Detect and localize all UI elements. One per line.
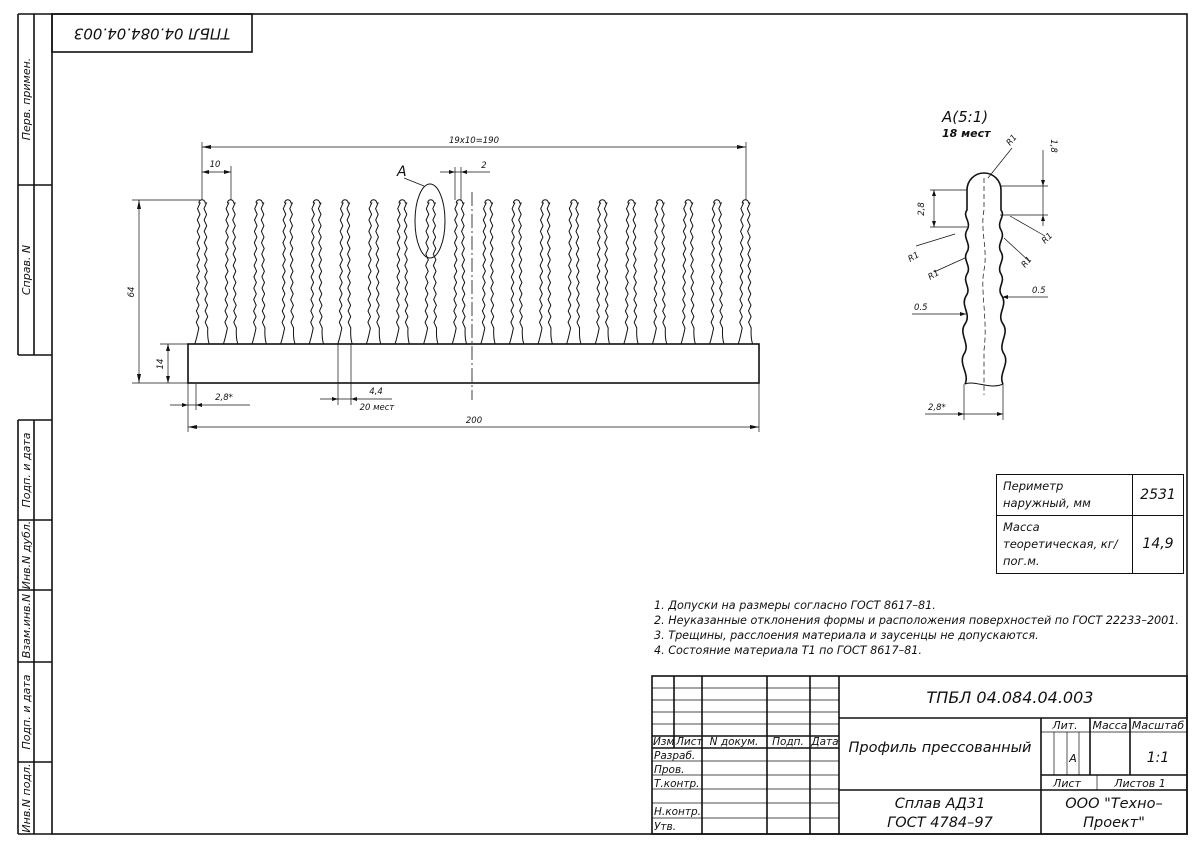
tb-col-izm: Изм xyxy=(653,736,674,748)
side-label-podp1: Подп. и дата xyxy=(20,432,33,507)
left-strip xyxy=(17,13,52,835)
detail-label-r1-top: R1 xyxy=(1005,133,1020,148)
profile-fin xyxy=(394,199,410,345)
note-line: 4. Состояние материала Т1 по ГОСТ 8617–8… xyxy=(654,644,922,657)
profile-fin xyxy=(737,199,754,345)
detail-a-marker: A xyxy=(396,164,407,180)
side-label-vzam: Взам.инв.N xyxy=(20,594,33,658)
title-block xyxy=(651,675,1188,835)
technical-notes: 1. Допуски на размеры согласно ГОСТ 8617… xyxy=(654,598,1179,658)
detail-dim-top: 1,8 xyxy=(1048,139,1058,153)
property-label: Масса теоретическая, кг/пог.м. xyxy=(996,515,1133,574)
detail-label-r1-left2: R1 xyxy=(927,268,942,282)
detail-dim-left: 0.5 xyxy=(914,303,928,313)
properties-table: Периметр наружный, мм 2531 Масса теорети… xyxy=(996,474,1184,574)
note-line: 3. Трещины, расслоения материала и заусе… xyxy=(654,629,1039,642)
top-code-text: ТПБЛ 04.084.04.003 xyxy=(74,25,231,43)
tb-role-razrab: Разраб. xyxy=(654,750,695,762)
detail-subtitle: 18 мест xyxy=(942,127,991,140)
detail-fin-outline xyxy=(961,172,1007,385)
note-line: 2. Неуказанные отклонения формы и распол… xyxy=(654,614,1179,627)
detail-dim-wave: 2,8 xyxy=(917,202,927,216)
tb-lit-value: A xyxy=(1068,752,1077,765)
detail-a-leader xyxy=(403,177,425,187)
tb-doc-code: ТПБЛ 04.084.04.003 xyxy=(927,688,1094,707)
table-row: Периметр наружный, мм 2531 xyxy=(996,474,1184,516)
profile-fin xyxy=(480,199,496,345)
detail-label-r1-right1: R1 xyxy=(1040,231,1055,246)
detail-a-ellipse xyxy=(414,183,446,259)
profile-fin xyxy=(566,199,582,345)
profile-fin xyxy=(423,199,439,345)
dim-pitch: 10 xyxy=(210,160,221,170)
dim-root-count: 20 мест xyxy=(360,403,396,413)
profile-fin xyxy=(280,199,296,345)
detail-break-line xyxy=(964,382,1004,387)
property-value: 2531 xyxy=(1132,474,1184,516)
tb-material-2: ГОСТ 4784–97 xyxy=(887,815,993,831)
note-line: 1. Допуски на размеры согласно ГОСТ 8617… xyxy=(654,599,936,612)
profile-fin xyxy=(623,199,639,345)
profile-fin xyxy=(451,199,468,345)
profile-fin xyxy=(222,199,239,345)
profile-fins xyxy=(194,199,754,345)
profile-fin xyxy=(680,199,696,345)
profile-fin xyxy=(308,199,325,345)
tb-role-prov: Пров. xyxy=(654,764,685,776)
dim-height: 64 xyxy=(127,287,137,298)
profile-fin xyxy=(194,199,210,345)
property-label: Периметр наружный, мм xyxy=(996,474,1133,516)
tb-company-1: ООО "Техно– xyxy=(1065,796,1162,812)
detail-inner-wave xyxy=(982,178,986,395)
dim-root: 4,4 xyxy=(369,387,383,397)
top-code-box xyxy=(51,13,253,53)
profile-fin xyxy=(251,199,267,345)
side-label-perv: Перв. примен. xyxy=(20,58,33,141)
dim-gap: 2 xyxy=(481,161,486,171)
detail-dim-bottom: 2,8* xyxy=(928,403,946,413)
tb-col-podp: Подп. xyxy=(772,736,804,748)
profile-fin xyxy=(365,199,382,345)
dim-width: 200 xyxy=(466,416,482,426)
tb-role-utv: Утв. xyxy=(654,821,676,833)
tb-col-data: Дата xyxy=(810,736,838,748)
profile-main-view: A 19x10=190 10 2 64 14 2,8* xyxy=(127,136,760,432)
profile-fin xyxy=(709,199,725,345)
dim-fin-span: 19x10=190 xyxy=(449,136,499,146)
profile-fin xyxy=(537,199,553,345)
detail-label-r1-right2: R1 xyxy=(1020,255,1035,270)
detail-dim-right: 0.5 xyxy=(1032,286,1046,296)
table-row: Масса теоретическая, кг/пог.м. 14,9 xyxy=(996,515,1184,574)
profile-fin xyxy=(508,199,525,345)
sheet-frame xyxy=(51,13,1188,835)
profile-fin xyxy=(651,199,668,345)
tb-material-1: Сплав АД31 xyxy=(895,796,986,812)
detail-a-view: A(5:1) 18 мест 2,8 1,8 R1 R1 R1 R1 R1 0.… xyxy=(907,108,1058,420)
detail-title: A(5:1) xyxy=(941,108,988,126)
tb-scale-value: 1:1 xyxy=(1147,750,1170,766)
profile-fin xyxy=(594,199,611,345)
tb-role-nkontr: Н.контр. xyxy=(654,806,701,818)
tb-col-list: Лист xyxy=(675,736,703,748)
tb-mass-header: Масса xyxy=(1092,719,1127,732)
tb-col-ndok: N докум. xyxy=(710,736,759,748)
profile-fin xyxy=(337,199,353,345)
property-value: 14,9 xyxy=(1132,515,1184,574)
tb-sheets-label: Листов 1 xyxy=(1113,777,1166,790)
tb-name: Профиль прессованный xyxy=(849,740,1032,756)
side-label-podp2: Подп. и дата xyxy=(20,674,33,749)
tb-lit-header: Лит. xyxy=(1051,719,1077,732)
tb-scale-header: Масштаб xyxy=(1132,719,1184,732)
dim-wall: 2,8* xyxy=(215,393,233,403)
tb-company-2: Проект" xyxy=(1083,815,1145,831)
side-label-inv-podl: Инв.N подл. xyxy=(20,763,33,832)
side-label-sprav: Справ. N xyxy=(20,245,33,295)
profile-base xyxy=(187,343,760,384)
detail-label-r1-left1: R1 xyxy=(907,250,922,264)
tb-role-tkontr: Т.контр. xyxy=(654,778,700,790)
dim-base: 14 xyxy=(156,359,166,370)
side-label-inv-dubl: Инв.N дубл. xyxy=(20,521,33,590)
tb-sheet-label: Лист xyxy=(1052,777,1081,790)
